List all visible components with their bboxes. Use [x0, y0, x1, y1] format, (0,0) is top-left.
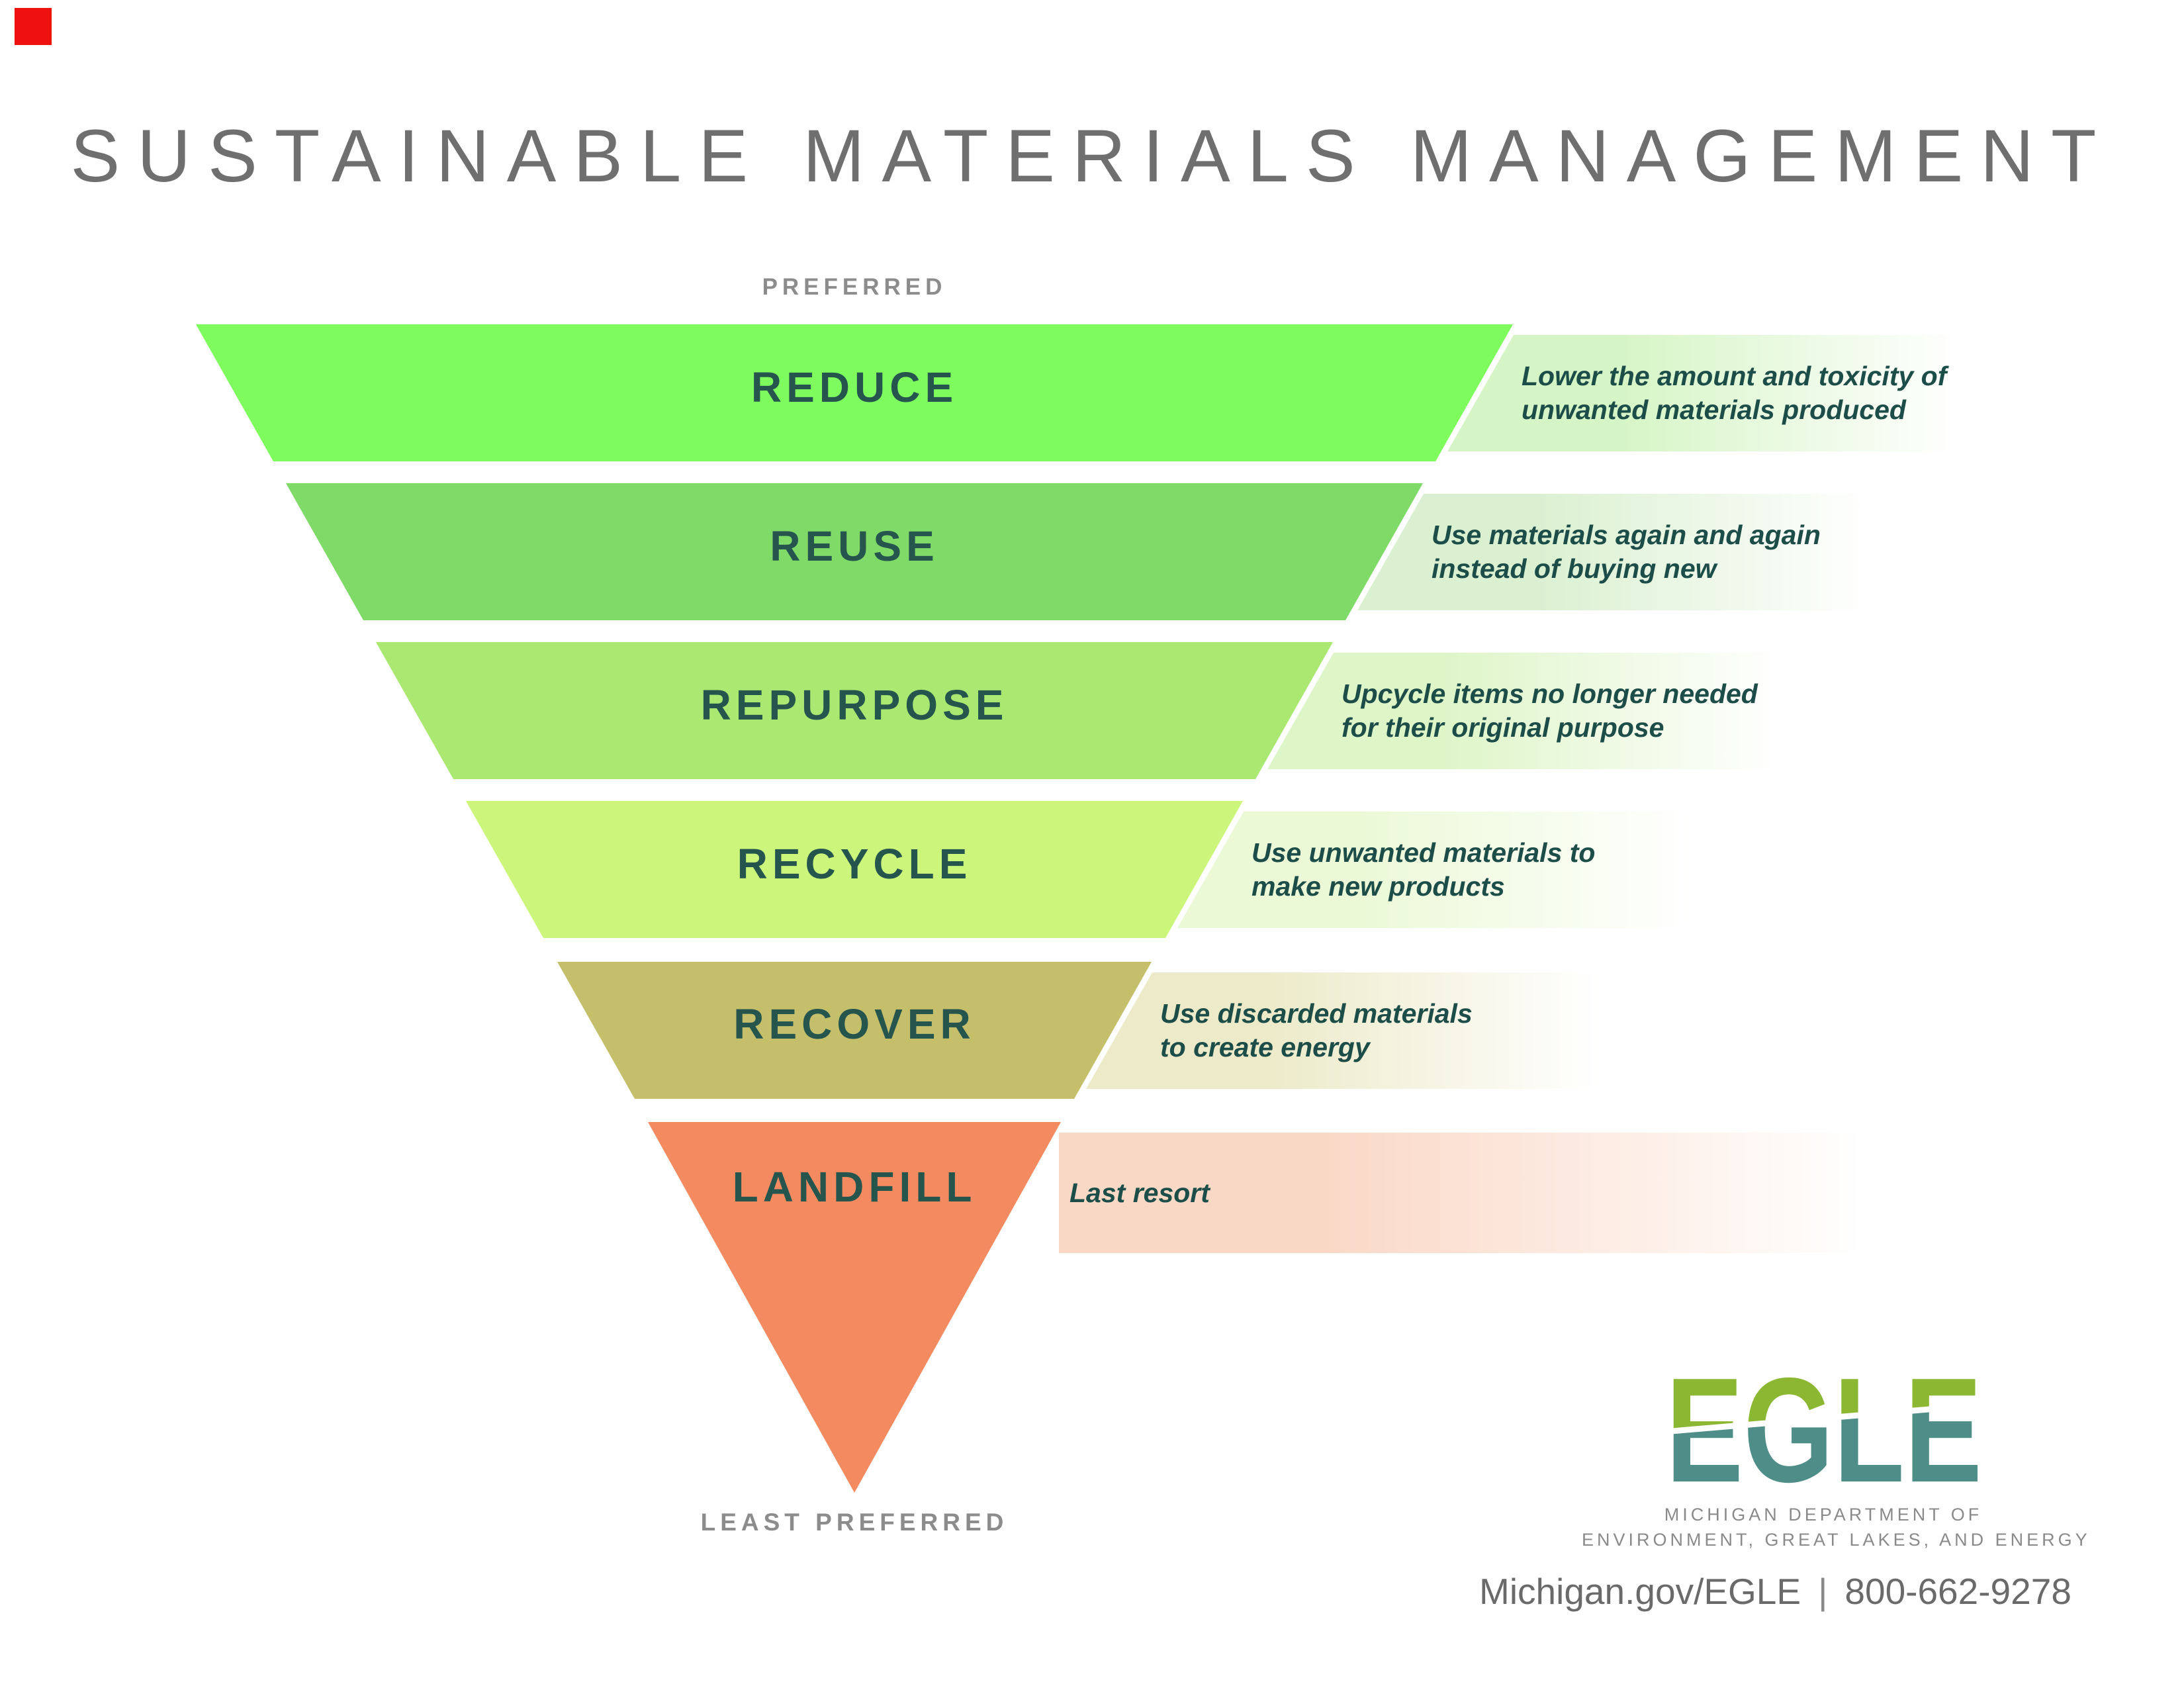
band-label-recover: RECOVER [733, 1000, 976, 1048]
description-panel-reuse: Use materials again and again instead of… [1357, 494, 1940, 610]
phone-number: 800-662-9278 [1844, 1571, 2071, 1612]
department-name-line2: ENVIRONMENT, GREAT LAKES, AND ENERGY [1582, 1530, 2091, 1550]
band-label-reuse: REUSE [770, 522, 939, 570]
band-label-recycle: RECYCLE [737, 840, 972, 888]
page-title: SUSTAINABLE MATERIALS MANAGEMENT [70, 115, 2114, 197]
least-preferred-label: LEAST PREFERRED [700, 1509, 1009, 1536]
description-text-reuse: Use materials again and again instead of… [1432, 520, 1821, 584]
description-text-reduce: Lower the amount and toxicity of unwante… [1522, 361, 1947, 425]
egle-logo: EGLE EGLE [1666, 1356, 1982, 1505]
contact-line: Michigan.gov/EGLE | 800-662-9278 [1479, 1570, 2141, 1613]
website-link[interactable]: Michigan.gov/EGLE [1479, 1571, 1801, 1612]
description-panel-repurpose: Upcycle items no longer needed for their… [1267, 653, 1850, 769]
funnel-band-reuse [286, 483, 1423, 620]
funnel-band-recover [557, 962, 1152, 1099]
separator: | [1818, 1571, 1828, 1612]
department-name-line1: MICHIGAN DEPARTMENT OF [1664, 1505, 1983, 1524]
description-panel-reduce: Lower the amount and toxicity of unwante… [1447, 335, 2030, 451]
description-panel-landfill: Last resort [1059, 1133, 1933, 1253]
description-text-landfill: Last resort [1069, 1177, 1210, 1208]
preferred-label: PREFERRED [762, 274, 947, 300]
description-panel-recycle: Use unwanted materials to make new produ… [1177, 812, 1760, 928]
description-text-recover: Use discarded materials to create energy [1160, 998, 1473, 1062]
band-label-landfill: LANDFILL [732, 1163, 977, 1211]
description-panel-recover: Use discarded materials to create energy [1086, 972, 1668, 1089]
description-text-repurpose: Upcycle items no longer needed for their… [1342, 679, 1758, 743]
description-text-recycle: Use unwanted materials to make new produ… [1251, 837, 1596, 902]
funnel-band-reduce [196, 324, 1513, 461]
funnel-band-repurpose [376, 642, 1333, 779]
funnel-band-recycle [466, 801, 1243, 938]
band-label-reduce: REDUCE [751, 363, 958, 411]
band-label-repurpose: REPURPOSE [700, 681, 1009, 729]
red-corner-marker [15, 8, 52, 45]
